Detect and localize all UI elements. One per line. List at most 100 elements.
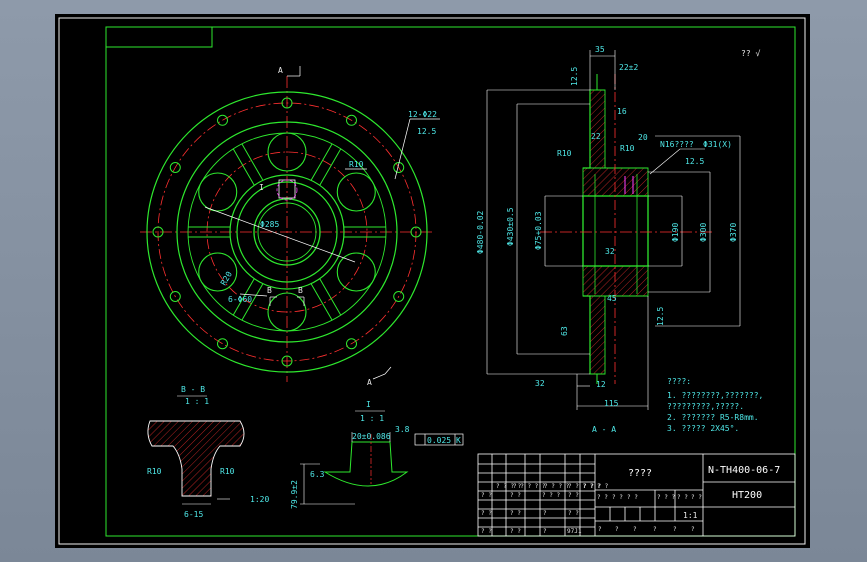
- dim-mid-12: 12: [596, 380, 606, 389]
- technical-notes: ????: 1. ????????,???????, ?????????,???…: [667, 377, 763, 433]
- dim-mid-115: 115: [604, 399, 619, 408]
- notes-heading: ????:: [667, 377, 691, 386]
- tb-sign-4: ? ? ?: [657, 494, 675, 501]
- window-hole: [336, 252, 376, 292]
- i-dim-tolerance: 0.025: [427, 436, 451, 445]
- dim-top-16: 16: [617, 107, 627, 116]
- dim-top-20: 20: [638, 133, 648, 142]
- tb-sign-2: ? ?: [612, 494, 623, 501]
- dim-mid-rough: 12.5: [656, 307, 665, 326]
- bolt-hole: [217, 338, 228, 350]
- tb-stage-1: ?: [598, 526, 602, 533]
- part-name: ????: [628, 468, 652, 479]
- bolt-hole: [393, 291, 405, 302]
- rib-edge: [232, 148, 255, 186]
- tb-row3-a: ? ?: [481, 510, 492, 517]
- tb-sign-3: ? ?: [627, 494, 638, 501]
- dim-top-22: 22±2: [619, 63, 638, 72]
- dim-holes-rough: 12.5: [417, 127, 436, 136]
- cad-drawing: ?? √ A A B: [58, 17, 806, 545]
- bolt-hole: [152, 226, 164, 238]
- bb-dim-r10b: R10: [220, 467, 235, 476]
- dim-od-430: Φ430±0.5: [506, 207, 515, 246]
- dim-top-22b: 22: [591, 132, 601, 141]
- window-hole: [267, 132, 307, 172]
- tb-stage-2: ?: [615, 526, 619, 533]
- dim-190: Φ190: [671, 223, 680, 242]
- section-aa: [540, 74, 715, 384]
- bolt-hole: [169, 291, 181, 302]
- detail-i: [300, 432, 464, 505]
- dim-mid-32b: 32: [535, 379, 545, 388]
- tb-sign-5: ? ?: [677, 494, 688, 501]
- tb-row1-b: ? ? ? ? ?: [513, 483, 546, 490]
- tb-row1-c: ? ? ? ?: [544, 483, 570, 490]
- rib-edge: [310, 143, 333, 181]
- detail-scale-i: 1 : 1: [360, 414, 384, 423]
- i-dim-rough: 3.8: [395, 425, 410, 434]
- i-dim-datum: K: [456, 436, 461, 445]
- dim-mid-45: 45: [607, 294, 617, 303]
- tb-row2-a: ? ?: [481, 492, 492, 499]
- bb-dim-r10a: R10: [147, 467, 162, 476]
- roughness-note: ?? √: [741, 49, 760, 58]
- drawing-number: N-TH400-06-7: [708, 465, 780, 476]
- section-label-a-top: A: [278, 66, 283, 75]
- dim-300: Φ300: [699, 223, 708, 242]
- dim-fillet: R10: [349, 160, 364, 169]
- window-hole: [198, 252, 238, 292]
- tb-sign-1: ? ?: [597, 494, 608, 501]
- tb-row2-c: ? ? ?: [542, 492, 560, 499]
- note-3: 3. ????? 2X45°.: [667, 424, 739, 433]
- tb-row3-b: ? ?: [510, 510, 521, 517]
- note-2: 2. ??????? R5-R8mm.: [667, 413, 759, 422]
- dim-od-480: Φ480-0.02: [476, 210, 485, 254]
- tb-row1-a: ? ? ? ?: [496, 483, 522, 490]
- dim-holes: 12-Φ22: [408, 110, 437, 119]
- dim-thread-dia: Φ31(X): [703, 140, 732, 149]
- detail-mark-i: I: [259, 183, 264, 192]
- bolt-hole: [410, 226, 422, 238]
- section-title-aa: A - A: [592, 425, 616, 434]
- tb-row1-e: ? ? ? ?: [583, 483, 609, 490]
- tb-stage-6: ?: [691, 526, 695, 533]
- title-block-grid: [477, 453, 796, 537]
- tb-stage-5: ?: [673, 526, 677, 533]
- dim-top-35: 35: [595, 45, 605, 54]
- section-label-b1: B: [267, 286, 272, 295]
- aa-dimension-lines: [486, 50, 741, 410]
- i-dim-height: 79.9±2: [290, 480, 299, 509]
- i-dim-width: 20±0.086: [352, 432, 391, 441]
- bb-dim-taper: 1:20: [250, 495, 269, 504]
- bolt-holes: [152, 97, 422, 367]
- window-hole: [336, 172, 376, 212]
- rib-edge: [319, 278, 342, 316]
- tb-row4-c: ?: [543, 528, 547, 535]
- window-hole: [267, 292, 307, 332]
- tb-row4-a: ? ?: [481, 528, 492, 535]
- inner-frame: [105, 26, 796, 537]
- note-1b: ?????????,?????.: [667, 402, 744, 411]
- tb-stage-4: ?: [653, 526, 657, 533]
- section-markers-bb: [269, 296, 305, 306]
- window-holes: [198, 132, 376, 332]
- rib-edge: [241, 283, 264, 321]
- tb-row2-b: ? ?: [510, 492, 521, 499]
- bolt-hole: [393, 162, 405, 173]
- rib-edge: [241, 143, 264, 181]
- front-view: [140, 76, 435, 382]
- dim-hub-bore: Φ285: [260, 220, 279, 229]
- tb-row3-c: ?: [543, 510, 547, 517]
- window-hole: [198, 172, 238, 212]
- rib-edge: [232, 278, 255, 316]
- bolt-hole: [217, 114, 228, 126]
- dim-window-holes: 6-Φ60: [228, 295, 252, 304]
- tb-stage-3: ?: [633, 526, 637, 533]
- bolt-hole: [169, 162, 181, 173]
- note-1: 1. ????????,???????,: [667, 391, 763, 400]
- rib-edge: [319, 148, 342, 186]
- section-title-bb: B - B: [181, 385, 205, 394]
- rib-edge: [310, 283, 333, 321]
- outer-frame: [58, 17, 806, 545]
- dim-top-rough: 12.5: [570, 67, 579, 86]
